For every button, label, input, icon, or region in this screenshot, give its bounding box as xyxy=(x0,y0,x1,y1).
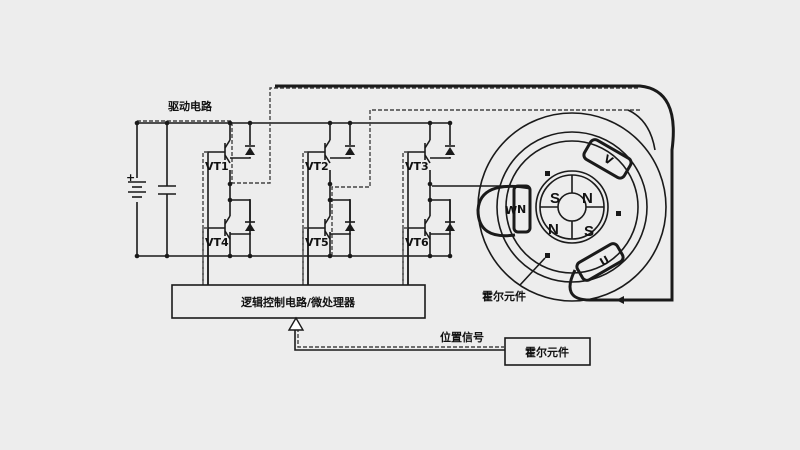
transistor-label: VT4 xyxy=(205,236,229,249)
coil-w-n-label: N xyxy=(517,203,526,216)
hall-element-3 xyxy=(545,253,550,258)
diode-icon xyxy=(430,123,455,159)
transistor-label: VT1 xyxy=(205,160,229,173)
hall-sensor-box xyxy=(504,337,591,366)
logic-control-label: 逻辑控制电路/微处理器 xyxy=(241,295,356,309)
hall-element-1 xyxy=(545,171,550,176)
diode-icon xyxy=(330,199,355,235)
diode-icon xyxy=(230,199,255,235)
transistor-vt1: VT1 xyxy=(202,139,231,285)
rotor-pole-s2: S xyxy=(584,223,594,240)
rotor-pole-s1: S xyxy=(550,190,560,207)
hall-element-pointer-label: 霍尔元件 xyxy=(482,289,526,303)
current-arrow-icon xyxy=(616,296,624,304)
coil-v-label: V xyxy=(601,152,615,168)
position-signal-label: 位置信号 xyxy=(440,330,484,344)
rotor-pole-n1: N xyxy=(582,190,593,207)
drive-circuit-label: 驱动电路 xyxy=(168,99,213,113)
hall-sensor-box-label: 霍尔元件 xyxy=(525,345,569,359)
diode-icon xyxy=(430,199,455,235)
coil-v: V xyxy=(582,138,633,180)
capacitor-icon xyxy=(158,185,176,195)
battery-plus: + xyxy=(126,171,135,184)
transistor-vt3: VT3 xyxy=(402,139,431,285)
rotor-pole-n2: N xyxy=(548,221,559,238)
transistor-vt2: VT2 xyxy=(302,139,331,285)
battery-icon: + xyxy=(126,171,146,198)
logic-control-box xyxy=(171,284,426,319)
coil-w-label: W xyxy=(505,204,517,217)
transistor-label: VT3 xyxy=(405,160,429,173)
diode-icon xyxy=(230,123,255,159)
hall-element-2 xyxy=(616,211,621,216)
diode-icon xyxy=(330,123,355,159)
transistor-label: VT6 xyxy=(405,236,429,249)
transistor-vt5: VT5 xyxy=(302,215,331,285)
transistor-label: VT2 xyxy=(305,160,329,173)
motor: S N N S V W N U 霍尔元件 xyxy=(275,84,675,304)
power-rails xyxy=(136,122,452,257)
transistor-vt4: VT4 xyxy=(202,215,231,285)
signal-arrow-icon xyxy=(287,316,305,331)
transistor-vt6: VT6 xyxy=(402,215,431,285)
transistor-label: VT5 xyxy=(305,236,329,249)
